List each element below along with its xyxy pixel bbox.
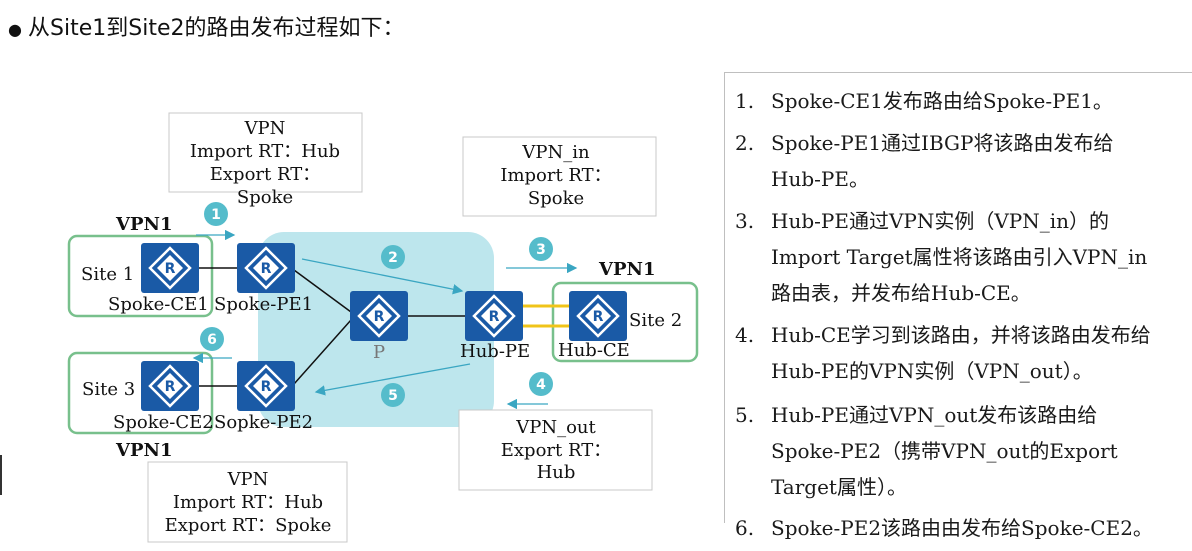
box-line: Hub — [537, 462, 576, 483]
step-text: Spoke-PE2（携带VPN_out的Export — [771, 439, 1118, 463]
vpn1-label-right: VPN1 — [598, 259, 655, 280]
step-text: Hub-PE的VPN实例（VPN_out）。 — [771, 359, 1093, 383]
hub-links — [522, 304, 570, 328]
step-badge-3: 3 — [536, 242, 546, 258]
step-item: 2. Spoke-PE1通过IBGP将该路由发布给 Hub-PE。 — [735, 125, 1192, 197]
node-label-spoke-pe2: Sopke-PE2 — [214, 412, 313, 433]
box-line: Export RT：Spoke — [165, 515, 332, 536]
step-text: Hub-PE通过VPN_out发布该路由给 — [771, 403, 1098, 427]
box-vpn-in: VPN_in Import RT： Spoke — [500, 142, 611, 209]
node-label-spoke-pe1: Spoke-PE1 — [214, 294, 313, 315]
box-line: Spoke — [528, 188, 584, 209]
bullet-icon: ● — [8, 19, 22, 39]
router-icon — [567, 289, 629, 343]
step-number: 1. — [735, 89, 755, 113]
step-text: Hub-PE通过VPN实例（VPN_in）的 — [771, 209, 1110, 233]
step-badge-4: 4 — [536, 377, 546, 393]
router-icon — [348, 289, 410, 343]
flow-arrows — [192, 229, 578, 410]
site1-label: Site 1 — [81, 264, 134, 285]
step-badge-2: 2 — [388, 250, 398, 266]
site2-frame — [551, 281, 699, 363]
router-icon — [139, 359, 201, 413]
site1-frame — [67, 234, 214, 318]
box-line: Spoke — [237, 187, 293, 208]
box-line: Export RT： — [210, 164, 320, 185]
box-line: VPN_in — [521, 142, 590, 163]
box-line: Import RT： — [500, 165, 611, 186]
box-line: VPN — [227, 469, 269, 490]
box-vpn-out: VPN_out Export RT： Hub — [501, 417, 611, 483]
router-icon — [235, 241, 297, 295]
left-edge-mark — [0, 455, 2, 495]
step-item: 5. Hub-PE通过VPN_out发布该路由给 Spoke-PE2（携带VPN_… — [735, 397, 1192, 505]
site3-frame — [67, 351, 214, 435]
step-badge-6: 6 — [207, 332, 217, 348]
box-line: VPN_out — [515, 417, 596, 438]
heading-text: 从Site1到Site2的路由发布过程如下： — [28, 16, 405, 41]
vpn1-label-top-left: VPN1 — [115, 214, 172, 235]
step-item: 3. Hub-PE通过VPN实例（VPN_in）的 Import Target属性… — [735, 203, 1192, 311]
node-label-hub-pe: Hub-PE — [460, 341, 530, 362]
step-badge-1: 1 — [211, 207, 221, 223]
box-spoke-pe1-vpn: VPN Import RT：Hub Export RT： Spoke — [190, 118, 340, 208]
router-icon — [139, 241, 201, 295]
site2-label: Site 2 — [629, 310, 682, 331]
router-icon — [463, 289, 525, 343]
step-number: 4. — [735, 323, 755, 347]
step-text: Target属性）。 — [771, 475, 907, 499]
step-number: 3. — [735, 209, 755, 233]
step-badge-5: 5 — [388, 388, 398, 404]
links — [199, 267, 466, 387]
step-text: Spoke-CE1发布路由给Spoke-PE1。 — [771, 89, 1113, 113]
box-line: Import RT：Hub — [190, 141, 340, 162]
router-icon — [235, 359, 297, 413]
step-badges: 1 2 3 4 5 6 — [200, 202, 553, 407]
node-label-p: P — [373, 342, 385, 363]
step-number: 2. — [735, 131, 755, 155]
page-heading: ● 从Site1到Site2的路由发布过程如下： — [8, 10, 404, 42]
site3-label: Site 3 — [82, 379, 135, 400]
step-item: 1. Spoke-CE1发布路由给Spoke-PE1。 — [735, 83, 1192, 119]
step-number: 5. — [735, 403, 755, 427]
step-item: 4. Hub-CE学习到该路由，并将该路由发布给 Hub-PE的VPN实例（VPN… — [735, 317, 1192, 389]
step-text: Import Target属性将该路由引入VPN_in — [771, 245, 1148, 269]
box-line: VPN — [244, 118, 286, 139]
step-text: Spoke-PE2该路由由发布给Spoke-CE2。 — [771, 516, 1153, 540]
network-diagram: R Spoke-CE1 Spoke-PE1 P Hub-PE — [67, 112, 699, 543]
step-item: 6. Spoke-PE2该路由由发布给Spoke-CE2。 — [735, 510, 1192, 546]
box-spoke-pe2-vpn: VPN Import RT：Hub Export RT：Spoke — [165, 469, 332, 536]
node-label-spoke-ce1: Spoke-CE1 — [108, 294, 209, 315]
vpn1-label-bottom-left: VPN1 — [115, 440, 172, 461]
step-text: Hub-PE。 — [771, 167, 869, 191]
steps-panel: 1. Spoke-CE1发布路由给Spoke-PE1。 2. Spoke-PE1通过… — [724, 72, 1192, 540]
node-label-spoke-ce2: Spoke-CE2 — [113, 412, 214, 433]
step-number: 6. — [735, 516, 755, 540]
step-text: 路由表，并发布给Hub-CE。 — [771, 281, 1031, 305]
step-text: Hub-CE学习到该路由，并将该路由发布给 — [771, 323, 1151, 347]
step-text: Spoke-PE1通过IBGP将该路由发布给 — [771, 131, 1114, 155]
box-line: Import RT：Hub — [173, 492, 323, 513]
box-line: Export RT： — [501, 440, 611, 461]
node-label-hub-ce: Hub-CE — [558, 340, 630, 361]
